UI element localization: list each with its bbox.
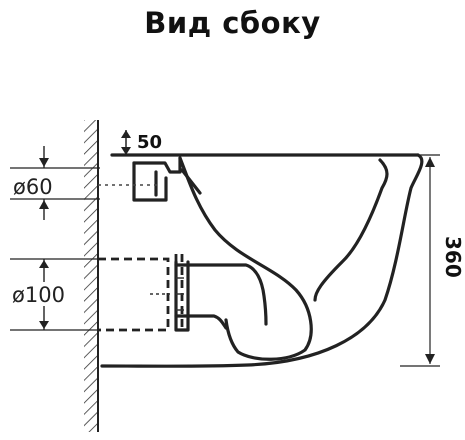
drain-pipe (98, 254, 184, 332)
dimension-upper-pipe-label: ø60 (13, 175, 53, 199)
dimension-height: 360 (400, 154, 465, 367)
center-marks (150, 277, 184, 311)
dimension-upper-pipe: ø60 (10, 146, 100, 220)
dimension-top-gap-label: 50 (137, 132, 162, 153)
toilet-bowl (100, 153, 424, 368)
dimension-top-gap: 50 (115, 130, 162, 156)
page-title: Вид сбоку (144, 6, 321, 40)
dimension-lower-pipe-label: ø100 (12, 283, 65, 307)
wall (84, 120, 99, 432)
dimension-lower-pipe: ø100 (10, 258, 100, 331)
dimension-height-label: 360 (441, 236, 465, 278)
